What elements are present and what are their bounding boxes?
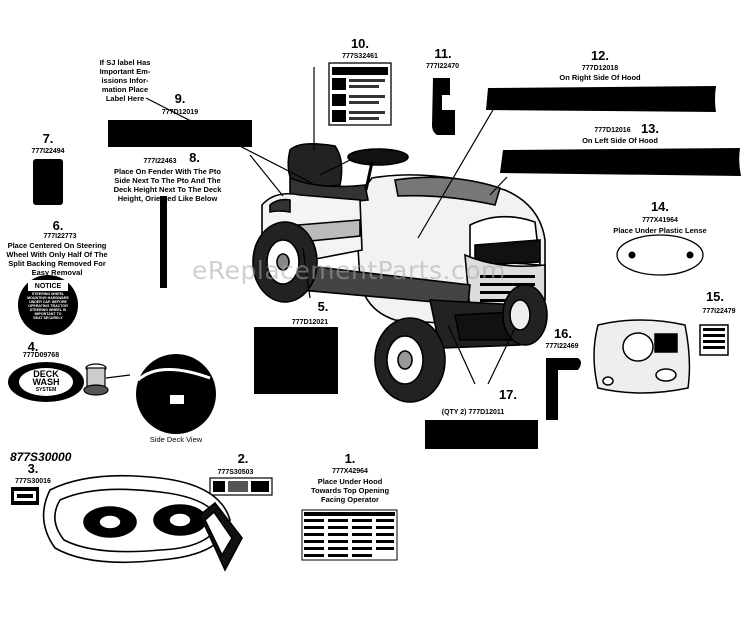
callout-16-part: 777I22469 <box>545 343 579 350</box>
callout-7-part: 777I22494 <box>31 148 65 155</box>
callout-16-number: 16. <box>553 326 573 341</box>
callout-9-part: 777D12019 <box>161 109 199 116</box>
model-number: 877S30000 <box>10 450 72 464</box>
callout-6-note: Place Centered On Steering Wheel With On… <box>6 241 108 277</box>
label-8-graphic <box>160 196 167 288</box>
callout-10-number: 10. <box>350 36 370 51</box>
label-4-graphic <box>8 362 84 402</box>
label-16-graphic <box>546 358 581 420</box>
watermark-text: eReplacementParts.com <box>192 256 506 285</box>
callout-8-note: Place On Fender With The Pto Side Next T… <box>113 167 222 203</box>
callout-4-part: 777D09768 <box>22 352 60 359</box>
callout-1-part: 777X42964 <box>332 468 368 475</box>
callout-1-note: Place Under Hood Towards Top Opening Fac… <box>310 477 390 504</box>
callout-1-number: 1. <box>344 451 356 466</box>
callout-17-part: (QTY 2) 777D12011 <box>441 409 505 416</box>
callout-8-part: 777I22463 <box>143 158 177 165</box>
callout-4-number: 4. <box>27 339 39 354</box>
callout-14-part: 777X41964 <box>642 217 678 224</box>
callout-13-part: 777D12016 <box>594 127 631 134</box>
label-2-graphic <box>209 477 273 496</box>
callout-12-note: On Right Side Of Hood <box>559 73 641 82</box>
deck-wash-line3: SYSTEM <box>35 387 57 393</box>
callout-12-part: 777D12018 <box>581 65 619 72</box>
callout-7-number: 7. <box>42 131 54 146</box>
side-deck-caption: Side Deck View <box>149 435 203 444</box>
callout-5-number: 5. <box>317 299 329 314</box>
deck-wash-line2: WASH <box>32 377 60 387</box>
mower-deck-graphic <box>42 474 243 572</box>
label-3-graphic <box>11 487 39 505</box>
callout-9-number: 9. <box>174 91 186 106</box>
callout-15-number: 15. <box>705 289 725 304</box>
deck-wash-line1: DECK <box>33 369 59 379</box>
label-12-stripe <box>486 86 716 112</box>
callout-13-number: 13. <box>640 121 660 136</box>
side-deck-view-graphic <box>136 354 216 434</box>
callout-11-number: 11. <box>434 46 452 61</box>
callout-5-part: 777D12021 <box>291 319 329 326</box>
label-5-graphic <box>254 327 338 394</box>
callout-2-number: 2. <box>237 451 249 466</box>
callout-3-number: 3. <box>27 461 39 476</box>
callout-12-number: 12. <box>590 48 610 63</box>
label-6-notice-graphic <box>18 275 78 335</box>
deck-wash-fitting <box>83 363 131 396</box>
callout-8-number: 8. <box>189 150 200 165</box>
callout-6-number: 6. <box>52 218 64 233</box>
callout-15-part: 777I22479 <box>702 308 736 315</box>
label-7-graphic <box>33 159 63 205</box>
callout-14-note: Place Under Plastic Lense <box>613 226 707 235</box>
callout-17-number: 17. <box>498 387 518 402</box>
label-10-graphic <box>328 62 392 126</box>
label-14-graphic <box>616 234 704 276</box>
callout-6-part: 777I22773 <box>43 233 77 240</box>
label-13-stripe <box>500 148 741 176</box>
callout-3-part: 777S30016 <box>15 478 51 485</box>
label-1-table-graphic <box>301 509 398 561</box>
tractor-illustration <box>252 142 548 403</box>
label-15-graphic <box>593 319 729 394</box>
emissions-note: If SJ label Has Important Em- issions In… <box>99 58 151 103</box>
callout-11-part: 777I22470 <box>425 63 460 70</box>
label-9-graphic <box>108 120 252 147</box>
callout-13-note: On Left Side Of Hood <box>582 136 658 145</box>
label-17-graphic <box>425 420 538 449</box>
notice-body: STEERING WHEEL MOUNTING HARDWARE UNDER C… <box>27 292 69 320</box>
label-11-graphic <box>432 78 455 135</box>
callout-2-part: 777S30503 <box>217 469 254 476</box>
callout-10-part: 777S32461 <box>342 53 378 60</box>
callout-14-number: 14. <box>650 199 670 214</box>
notice-title: NOTICE <box>34 283 62 290</box>
